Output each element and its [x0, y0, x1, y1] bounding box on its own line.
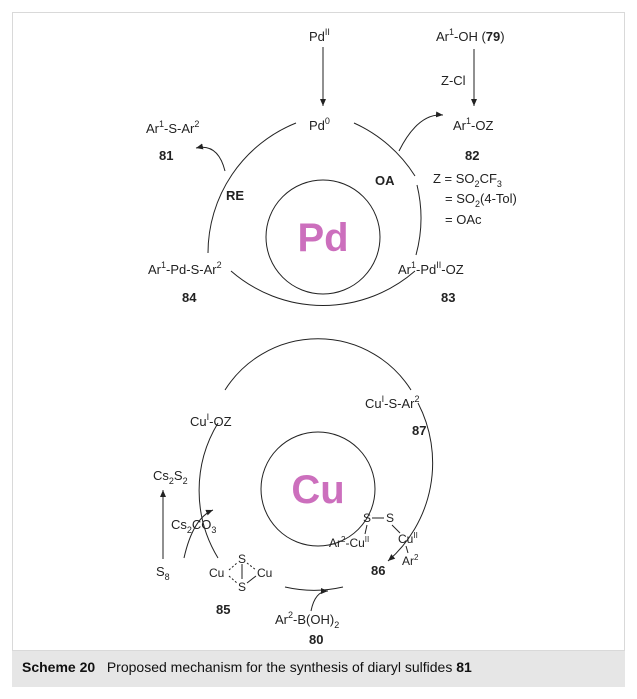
int85-bond-a — [228, 562, 238, 571]
arrow-re-exit — [195, 143, 226, 172]
pd-ii-label: PdII — [309, 27, 330, 44]
scheme-frame: PdII Pd0 Ar1-OH (79) Z-Cl Ar1-OZ 82 Z = … — [12, 12, 625, 651]
int85-cu-left: Cu — [209, 566, 224, 580]
compound-85-number: 85 — [216, 602, 230, 617]
compound-87-number: 87 — [412, 423, 426, 438]
compound-86-number: 86 — [371, 563, 385, 578]
pd-cycle-arc-re — [207, 122, 297, 254]
cu-cycle-arc-left — [198, 422, 219, 559]
compound-81-number: 81 — [159, 148, 173, 163]
pd-cycle-arc-oa — [353, 122, 416, 177]
int86-bond-left — [364, 524, 368, 535]
int85-s-top: S — [238, 552, 246, 566]
intermediate-84-label: Ar1-Pd-S-Ar2 — [148, 260, 222, 277]
cs2s2-label: Cs2S2 — [153, 468, 188, 486]
pd-cycle-arc-bottom — [230, 270, 416, 306]
int85-cu-right: Cu — [257, 566, 272, 580]
int85-bond-b — [246, 562, 257, 571]
int86-left-fragment: Ar2-CuII — [329, 535, 369, 550]
arrow-boronic-entry — [310, 588, 329, 612]
cu-center-label: Cu — [291, 468, 344, 512]
cu-cycle-arc-top — [224, 338, 412, 391]
z-option-3: = OAc — [445, 212, 482, 227]
arrow-oa-entry — [398, 111, 444, 152]
phenol-label: Ar1-OH (79) — [436, 27, 505, 44]
pd0-label: Pd0 — [309, 116, 330, 133]
z-option-2: = SO2(4-Tol) — [445, 191, 517, 209]
int86-bond-ar — [405, 545, 409, 554]
caption-label: Scheme 20 — [22, 659, 96, 675]
int85-bond-d — [246, 575, 257, 584]
intermediate-87-label: CuI-S-Ar2 — [365, 394, 420, 411]
compound-82-number: 82 — [465, 148, 479, 163]
cu-center-circle — [260, 431, 376, 547]
cs2co3-label: Cs2CO3 — [171, 517, 216, 535]
cu-oz-label: CuI-OZ — [190, 412, 232, 429]
cu-cycle-arc-right — [387, 402, 434, 562]
s8-label: S8 — [156, 564, 170, 582]
caption-text: Proposed mechanism for the synthesis of … — [106, 659, 453, 675]
intermediate-83-label: Ar1-PdII-OZ — [398, 260, 464, 277]
re-label: RE — [226, 188, 244, 203]
product-label: Ar1-S-Ar2 — [146, 119, 199, 136]
aryl-oz-label: Ar1-OZ — [453, 116, 493, 133]
compound-80-number: 80 — [309, 632, 323, 647]
z-option-1: Z = SO2CF3 — [433, 171, 502, 189]
pd-center-circle — [265, 179, 381, 295]
pd-cycle-arc-right — [415, 184, 422, 256]
int86-right-ar: Ar2 — [402, 553, 419, 568]
compound-84-number: 84 — [182, 290, 197, 305]
int86-bond-right — [391, 524, 401, 534]
int86-s-right: S — [386, 511, 394, 525]
compound-83-number: 83 — [441, 290, 455, 305]
scheme-caption: Scheme 20 Proposed mechanism for the syn… — [12, 651, 625, 687]
caption-compound-number: 81 — [456, 659, 472, 675]
mechanism-diagram: PdII Pd0 Ar1-OH (79) Z-Cl Ar1-OZ 82 Z = … — [146, 27, 517, 647]
pd-center-label: Pd — [297, 216, 348, 260]
arrow-cs2co3-entry — [183, 509, 214, 559]
int86-s-left: S — [363, 511, 371, 525]
oa-label: OA — [375, 173, 395, 188]
reagent-zcl: Z-Cl — [441, 73, 466, 88]
int86-right-cu: CuII — [398, 531, 418, 546]
int85-bond-c — [228, 575, 238, 584]
boronic-acid-label: Ar2-B(OH)2 — [275, 610, 339, 630]
cu-cycle-arc-bottom — [284, 586, 344, 591]
int85-s-bottom: S — [238, 580, 246, 594]
